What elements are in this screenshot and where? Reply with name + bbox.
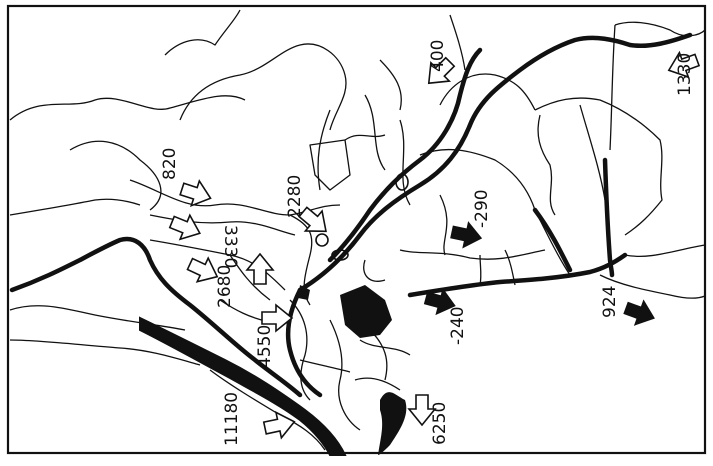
- city-center-area: [340, 285, 392, 338]
- estuary: [139, 316, 347, 456]
- hollow-arrow-icon: [246, 253, 274, 285]
- river-lines: [9, 32, 693, 398]
- filled-arrow-icon: [621, 295, 660, 331]
- boundary-lines: [9, 9, 706, 451]
- flow-label-6250: 6250: [430, 402, 450, 445]
- interchanges: [315, 173, 409, 261]
- junction-marker: [298, 285, 310, 300]
- flow-label-400: 400: [428, 40, 448, 72]
- hollow-arrow-icon: [166, 209, 206, 247]
- flow-label-1330: 1330: [675, 53, 695, 96]
- flow-label-minus240: -240: [448, 306, 468, 345]
- flow-label-820: 820: [160, 148, 180, 180]
- flow-label-2280: 2280: [285, 175, 305, 218]
- flow-label-924: 924: [600, 286, 620, 318]
- flow-label-minus290: -290: [472, 189, 492, 228]
- flow-label-11180: 11180: [222, 392, 242, 446]
- river-mouth: [378, 392, 407, 455]
- flow-label-4550: 4550: [255, 325, 275, 368]
- map-frame: [6, 4, 707, 455]
- flow-label-2680: 2680: [215, 265, 235, 308]
- flow-label-3330: 3330: [220, 225, 240, 268]
- flow-labels: 820 3330 2680 2280 400 1330 4550 11180 6…: [160, 40, 695, 446]
